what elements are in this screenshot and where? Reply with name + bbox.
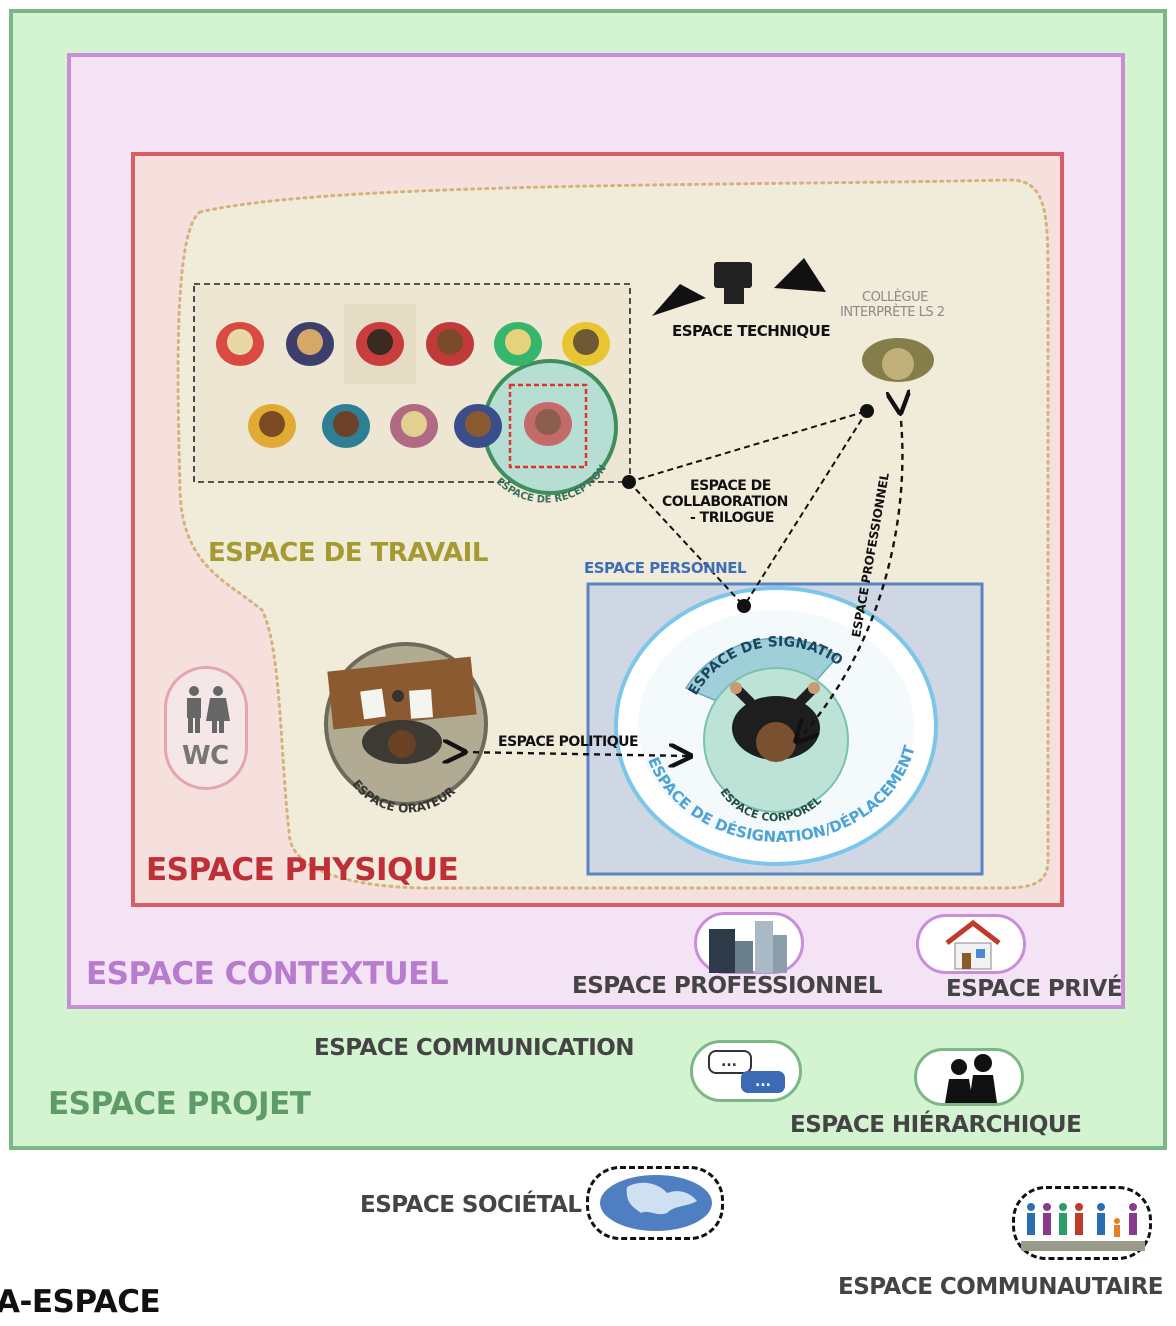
community-people-icon [1021,1203,1145,1251]
espace-projet-label: ESPACE PROJET [48,1086,311,1122]
seated-person-icon [390,404,438,448]
espace-prive-label: ESPACE PRIVÉ [946,976,1123,1002]
seated-person-icon [322,404,370,448]
seated-person-icon [562,322,610,366]
desk-paper-right [409,689,433,719]
collab-label-line3: - TRILOGUE [690,510,774,526]
espace-hierarchique-label: ESPACE HIÉRARCHIQUE [790,1112,1082,1138]
prive-badge [916,914,1026,974]
espace-societal-label: ESPACE SOCIÉTAL [360,1192,582,1218]
seated-person-icon [216,322,264,366]
restroom-icon [187,686,230,733]
seated-person-icon [426,322,474,366]
espace-technique-label: ESPACE TECHNIQUE [672,322,831,340]
espace-travail-label: ESPACE DE TRAVAIL [208,538,488,568]
collab-label-line2: COLLABORATION [662,494,788,510]
seated-person-icon [524,402,572,446]
espace-politique-arrow [462,752,688,756]
espace-professionnel-label: ESPACE PROFESSIONNEL [572,973,883,999]
meta-espace-label: A-ESPACE [0,1284,161,1320]
desk-paper-left [360,688,386,720]
people-hierarchy-icon [945,1054,997,1103]
hierarchique-badge [914,1048,1024,1106]
svg-text:...: ... [755,1074,771,1090]
house-icon [945,919,1001,970]
espace-politique-label: ESPACE POLITIQUE [498,734,639,750]
seated-person-icon [494,322,542,366]
chat-bubbles-icon: ... ... [708,1050,785,1093]
societal-badge [586,1166,724,1240]
office-buildings-icon [709,921,787,973]
speaker-head [388,730,416,758]
communication-badge: ... ... [690,1040,802,1102]
espace-communautaire-label: ESPACE COMMUNAUTAIRE [838,1274,1164,1300]
espace-communication-label: ESPACE COMMUNICATION [314,1035,635,1061]
wc-badge: WC [164,666,248,790]
reception-target-seat [508,383,588,469]
espace-contextuel-label: ESPACE CONTEXTUEL [86,956,449,992]
collegue-figure [862,338,934,382]
collegue-label-line2: INTERPRÈTE LS 2 [840,305,945,320]
collegue-label-line1: COLLÈGUE [862,290,928,305]
spotlight-camera-icon [652,258,826,316]
desk-microphone [392,690,404,702]
seated-person-icon [248,404,296,448]
espace-physique-label: ESPACE PHYSIQUE [146,852,459,888]
world-map-icon [600,1175,712,1231]
communautaire-badge [1012,1186,1152,1260]
seated-person-icon [286,322,334,366]
svg-text:...: ... [721,1054,737,1070]
wc-label: WC [182,741,229,771]
espace-professionnel-arrow [798,410,902,740]
espace-personnel-label: ESPACE PERSONNEL [584,559,747,577]
professionnel-badge [694,912,804,974]
collab-label-line1: ESPACE DE [690,478,771,494]
seated-person-icon [454,404,502,448]
seated-person-icon [356,322,404,366]
